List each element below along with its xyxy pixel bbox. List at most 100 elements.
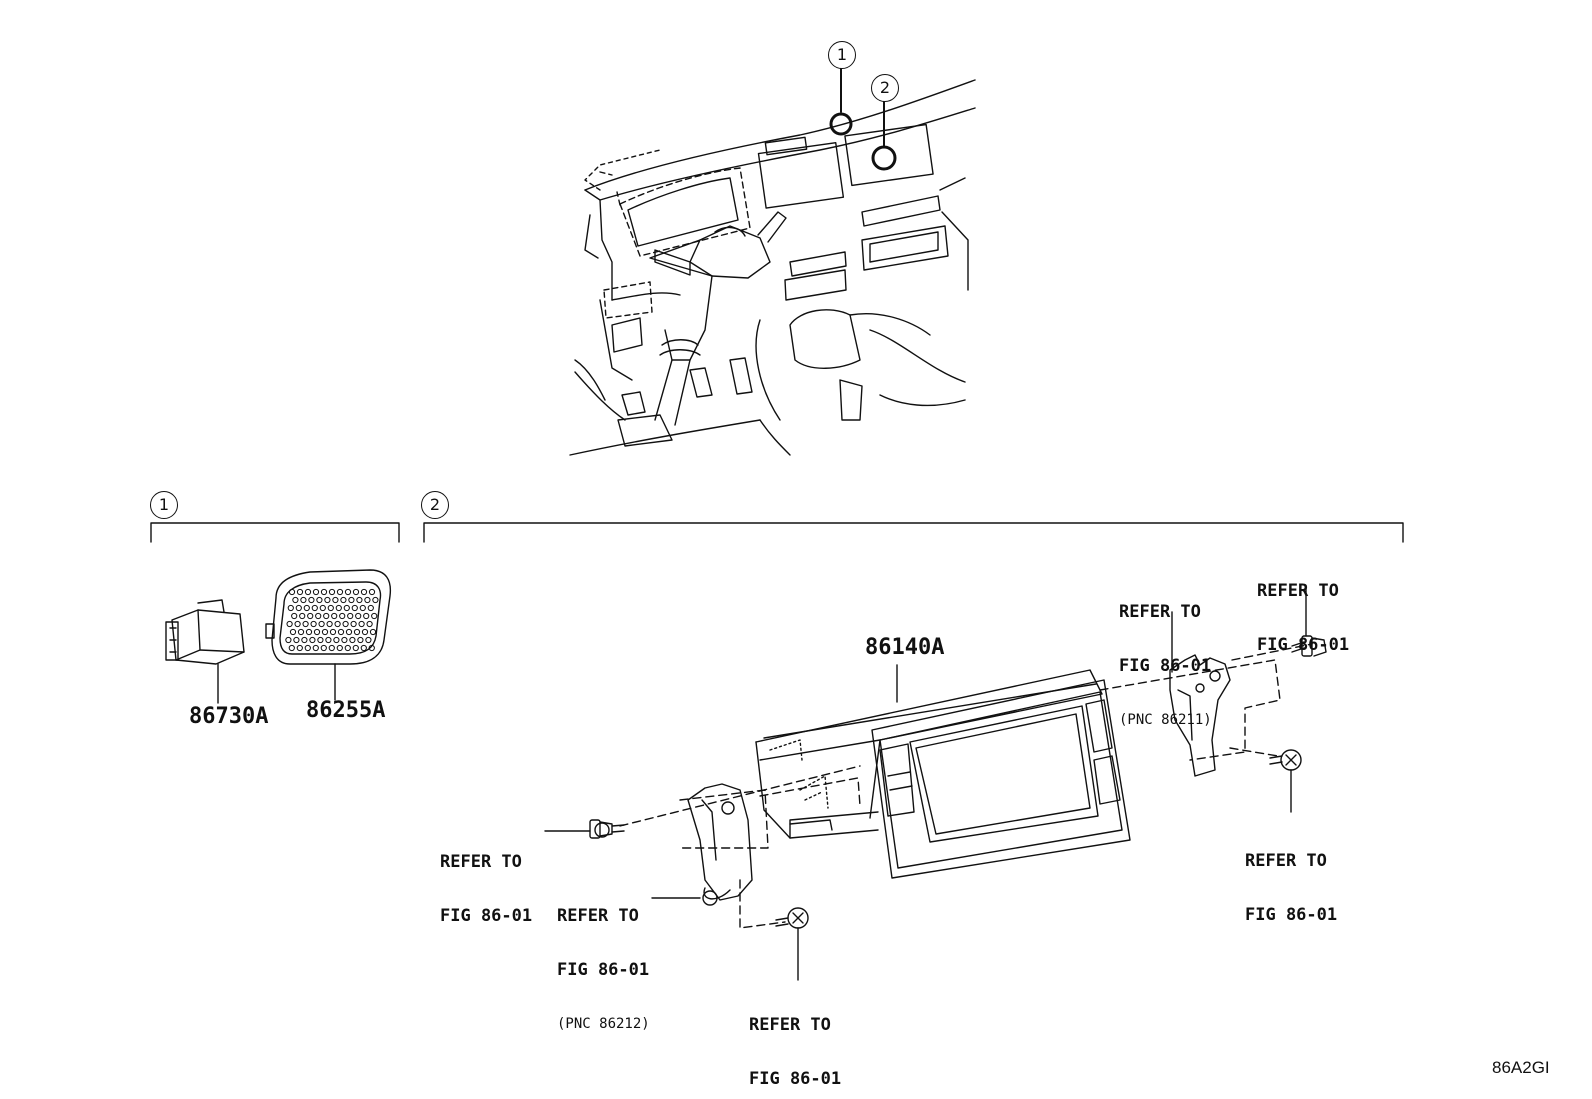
grille-hole [350,620,357,628]
grille-hole [368,644,375,652]
grille-hole [310,620,317,628]
section-1-marker: 1 [150,491,178,519]
grille-hole [296,644,303,652]
grille-hole [312,644,319,652]
ref-screw-bottom: REFER TO FIG 86-01 [749,1015,842,1089]
grille-hole [332,596,339,604]
grille-hole [285,636,292,644]
grille-hole [327,604,334,612]
grille-hole [301,636,308,644]
ref-bracket-left: REFER TO FIG 86-01 (PNC 86212) [557,906,650,1032]
grille-hole [318,620,325,628]
grille-hole [304,644,311,652]
grille-hole [342,620,349,628]
grille-hole [309,636,316,644]
grille-hole [291,612,298,620]
grille-hole [288,588,296,596]
ref-bolt-left: REFER TO FIG 86-01 [440,852,533,926]
grille-hole [292,596,299,604]
grille-hole [328,588,336,596]
grille-hole [315,612,322,620]
grille-hole [361,628,369,636]
grille-hole [299,612,306,620]
grille-hole [349,636,356,644]
grille-hole [308,596,315,604]
part-number-86255a: 86255A [306,698,386,723]
dashboard-illustration [569,67,976,456]
grille-hole [296,588,304,596]
grille-hole [320,644,327,652]
grille-hole [336,588,344,596]
figure-code: 86A2GI [1492,1058,1550,1077]
callout-1-marker: 1 [828,41,856,69]
grille-hole [339,612,346,620]
ref-screw-right: REFER TO FIG 86-01 [1245,851,1338,925]
screw-right-drawing [1269,749,1302,813]
grille-hole [287,604,294,612]
grille-hole [311,604,318,612]
grille-hole [286,620,293,628]
grille-hole [323,612,330,620]
grille-hole [324,596,331,604]
grille-hole [320,588,328,596]
part-86730a-drawing [165,599,245,704]
grille-hole [343,604,350,612]
grille-hole [331,612,338,620]
left-bracket-drawing [619,765,861,929]
ref-bracket-right: REFER TO FIG 86-01 (PNC 86211) [1119,602,1212,728]
grille-hole [328,644,335,652]
grille-hole [312,588,320,596]
grille-hole [345,628,353,636]
grille-hole [371,612,378,620]
part-number-86730a: 86730A [189,704,269,729]
grille-hole [329,628,337,636]
grille-hole [365,636,372,644]
grille-hole [348,596,355,604]
grille-hole [364,596,371,604]
grille-hole [340,596,347,604]
part-86255a-drawing [265,569,392,701]
grille-hole [335,604,342,612]
grille-hole [319,604,326,612]
grille-hole [358,620,365,628]
grille-hole [356,596,363,604]
grille-hole [288,644,295,652]
grille-hole [353,628,361,636]
grille-hole [336,644,343,652]
grille-hole [359,604,366,612]
callout-2-marker: 2 [871,74,899,102]
grille-hole [313,628,321,636]
section-brackets [150,522,1404,543]
grille-hole [289,628,297,636]
bolt-left-drawing [544,819,625,839]
grille-holes [285,588,379,652]
grille-hole [366,620,373,628]
grille-hole [344,644,351,652]
grille-hole [344,588,352,596]
screw-bottom-drawing [775,907,809,981]
grille-hole [316,596,323,604]
grille-hole [369,628,377,636]
grille-hole [317,636,324,644]
grille-hole [360,644,367,652]
part-number-86140a: 86140A [865,635,945,660]
grille-hole [355,612,362,620]
grille-hole [334,620,341,628]
grille-hole [305,628,313,636]
grille-hole [357,636,364,644]
grille-hole [341,636,348,644]
grille-hole [326,620,333,628]
grille-hole [294,620,301,628]
grille-hole [347,612,354,620]
grille-hole [352,644,359,652]
grille-hole [367,604,374,612]
grille-hole [304,588,312,596]
grille-hole [337,628,345,636]
grille-hole [300,596,307,604]
grille-hole [352,588,360,596]
section-2-marker: 2 [421,491,449,519]
right-bracket-drawing [1099,611,1313,777]
grille-hole [372,596,379,604]
grille-hole [363,612,370,620]
